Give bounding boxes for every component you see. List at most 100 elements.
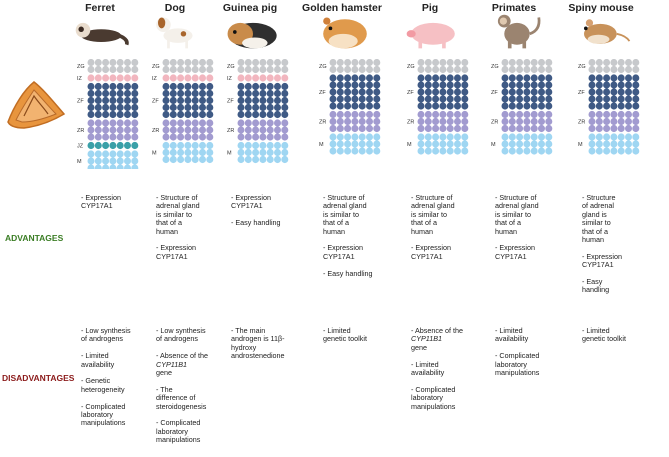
zone-dot-zf <box>530 95 538 103</box>
zone-dot-zf <box>595 88 603 96</box>
zone-dot-zg <box>439 65 447 74</box>
zone-dot-m <box>329 140 337 148</box>
zone-dot-zg <box>351 59 359 67</box>
zone-dot-zg <box>501 65 509 74</box>
zone-dot-zf <box>344 95 352 103</box>
zone-dot-zg <box>124 59 131 67</box>
zone-dot-zf <box>344 102 352 110</box>
zone-dot-zr <box>259 133 267 141</box>
zone-dot-zf <box>266 103 274 112</box>
zone-dot-zr <box>538 110 545 119</box>
zone-dot-m <box>274 155 281 164</box>
zone-dot-zr <box>366 124 373 133</box>
zone-dot-zf <box>351 74 359 82</box>
zone-dot-zf <box>446 95 454 103</box>
zone-dot-zf <box>424 74 432 82</box>
zone-dot-m <box>446 147 454 155</box>
zone-dot-zf <box>237 89 245 98</box>
zone-dot-m <box>102 157 110 165</box>
zone-dot-zf <box>191 96 199 105</box>
zone-label-zf: ZF <box>227 99 234 105</box>
zone-dot-iz <box>244 74 252 82</box>
zone-dot-zf <box>595 81 603 89</box>
zone-dot-zr <box>501 117 509 126</box>
zone-dot-zr <box>199 133 206 141</box>
zone-dot-iz <box>191 74 199 82</box>
advantages-label: ADVANTAGES <box>5 233 64 243</box>
zone-dot-zg <box>603 59 611 67</box>
zone-dot-m <box>252 155 260 164</box>
zone-dot-jz <box>131 141 139 150</box>
zone-dot-m <box>588 140 596 148</box>
zone-dot-zf <box>588 95 596 103</box>
zone-dot-zr <box>266 119 274 127</box>
zone-dot-m <box>545 147 553 155</box>
zone-dot-m <box>336 140 344 148</box>
zone-dot-zr <box>237 133 245 141</box>
zone-dot-zg <box>259 65 267 74</box>
zone-dot-zr <box>432 110 440 119</box>
zone-dot-zf <box>244 103 252 112</box>
zone-dot-zr <box>432 124 440 133</box>
zone-dot-m <box>274 148 281 157</box>
zone-dot-zr <box>116 119 124 127</box>
zone-dot-zr <box>109 133 117 141</box>
zone-dot-zg <box>199 59 206 67</box>
zone-label-m: M <box>152 151 157 157</box>
zone-dot-zf <box>169 82 177 91</box>
zone-dot-zf <box>206 82 214 91</box>
zone-dot-zf <box>252 82 260 91</box>
zone-dot-zg <box>87 59 95 67</box>
zone-dot-m <box>424 147 432 155</box>
zone-dot-zf <box>625 74 632 82</box>
zone-dot-m <box>206 155 214 164</box>
zone-dot-zf <box>184 82 192 91</box>
zone-dot-zr <box>162 126 170 134</box>
zone-dot-zr <box>461 124 469 133</box>
zone-label-zf: ZF <box>578 90 585 96</box>
zone-dot-zf <box>358 102 366 110</box>
zone-dot-m <box>617 133 625 141</box>
zone-dot-m <box>351 140 359 148</box>
zone-dot-zf <box>191 103 199 112</box>
zone-dot-zf <box>417 102 425 110</box>
zone-dot-zf <box>588 88 596 96</box>
zone-dot-zr <box>610 110 618 119</box>
zone-dot-zf <box>169 96 177 105</box>
zone-dot-zf <box>266 89 274 98</box>
zone-dot-m <box>131 164 139 169</box>
zone-dot-m <box>109 164 117 169</box>
zone-dot-zg <box>109 65 117 74</box>
zone-dot-m <box>244 155 252 164</box>
zone-dot-zr <box>516 124 524 133</box>
zone-dot-zf <box>610 102 618 110</box>
zone-dot-zf <box>162 96 170 105</box>
zone-dot-iz <box>274 74 281 82</box>
zone-dot-m <box>625 133 632 141</box>
zone-dot-zf <box>169 89 177 98</box>
zone-dot-zr <box>632 110 640 119</box>
zone-dot-m <box>625 140 632 148</box>
zone-dot-zf <box>446 88 454 96</box>
zone-dot-m <box>508 147 516 155</box>
zone-dot-zf <box>281 96 289 105</box>
zone-dot-zg <box>632 65 640 74</box>
zone-label-m: M <box>578 142 583 148</box>
zone-dot-zf <box>169 110 177 119</box>
zone-dot-m <box>588 133 596 141</box>
zone-dot-zf <box>244 96 252 105</box>
zone-dot-zr <box>162 133 170 141</box>
zone-dot-zr <box>244 119 252 127</box>
zone-dot-zr <box>177 126 185 134</box>
zone-label-zg: ZG <box>152 64 160 70</box>
zone-dot-m <box>266 148 274 157</box>
zone-dot-zr <box>454 110 461 119</box>
zone-dot-zr <box>603 110 611 119</box>
disadvantages-label: DISADVANTAGES <box>2 373 75 383</box>
zone-dot-zr <box>530 117 538 126</box>
zone-dot-zr <box>206 126 214 134</box>
zone-dot-zf <box>109 96 117 105</box>
column-title-spiny-mouse: Spiny mouse <box>568 2 634 14</box>
zone-dot-zf <box>131 82 139 91</box>
zone-dot-zf <box>124 82 131 91</box>
